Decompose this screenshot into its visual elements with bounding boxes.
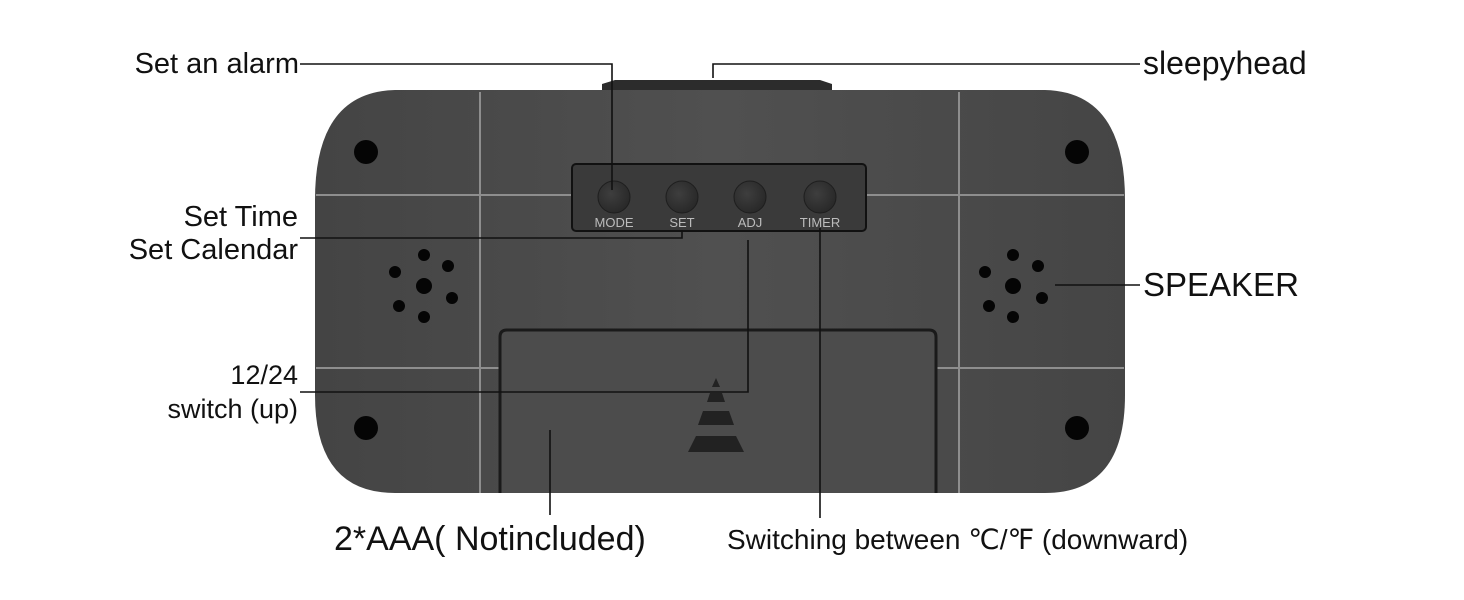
callout-set-time: Set Time [183,201,298,233]
leader-set-time [300,230,683,239]
button-set[interactable]: SET [665,180,699,230]
snooze-bar[interactable] [602,80,832,92]
adj-button[interactable] [733,180,767,214]
mode-button-label: MODE [595,215,634,230]
mounting-holes [354,140,1089,440]
mounting-hole-bottom-right [1065,416,1089,440]
callout-speaker: SPEAKER [1143,266,1299,303]
mounting-hole-top-right [1065,140,1089,164]
timer-button[interactable] [803,180,837,214]
speaker-grille-left [389,249,458,323]
set-button[interactable] [665,180,699,214]
leader-hour-mode [300,240,749,393]
leader-lines [300,63,1140,518]
leader-snooze [712,63,1140,78]
callout-snooze: sleepyhead [1143,45,1307,81]
callout-hour-mode-switch: switch (up) [167,394,298,424]
leader-set-alarm [300,63,613,190]
button-panel [571,163,867,232]
timer-button-label: TIMER [800,215,840,230]
set-button-label: SET [669,215,694,230]
button-adj[interactable]: ADJ [733,180,767,230]
mounting-hole-bottom-left [354,416,378,440]
panel-seams [316,92,1124,493]
callout-set-calendar: Set Calendar [128,234,298,266]
adj-button-label: ADJ [738,215,763,230]
callout-battery: 2*AAA( Notincluded) [334,520,646,558]
battery-cover-arrow-icon [688,378,744,452]
callout-set-alarm: Set an alarm [134,48,299,80]
button-timer[interactable]: TIMER [800,180,840,230]
callout-temp-switch: Switching between ℃/℉ (downward) [727,524,1189,555]
mounting-hole-top-left [354,140,378,164]
callout-hour-mode: 12/24 [230,360,298,390]
button-mode[interactable]: MODE [595,180,634,230]
mode-button[interactable] [597,180,631,214]
speaker-grille-right [979,249,1048,323]
